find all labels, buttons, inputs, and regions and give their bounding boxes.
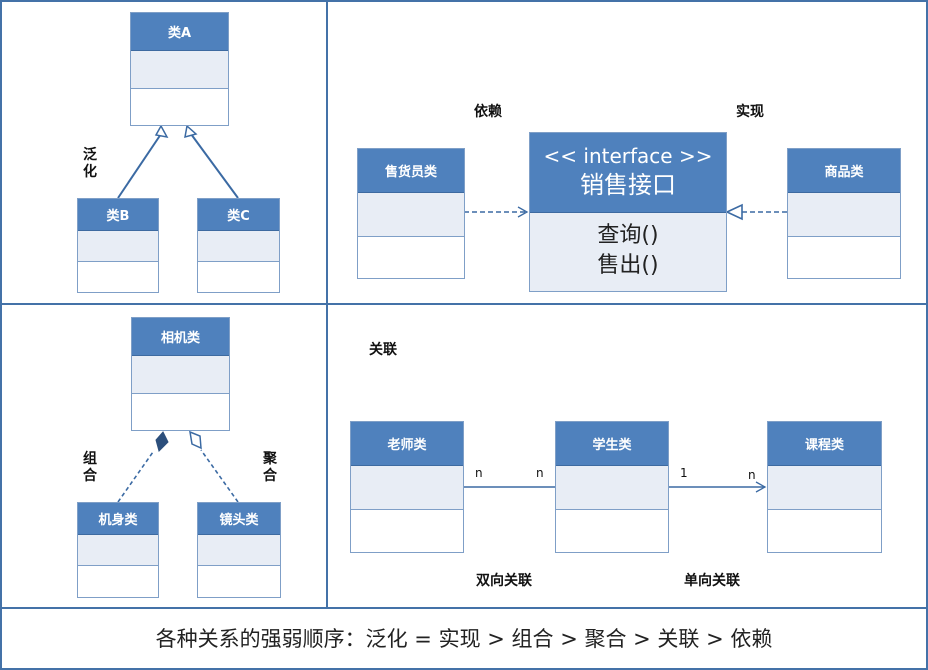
class-a-operations [131, 89, 228, 125]
class-b-attributes [78, 231, 158, 262]
class-student-operations [556, 510, 668, 552]
class-salesperson-attributes [358, 193, 464, 237]
class-camera-attributes [132, 356, 229, 394]
interface-sales-header: << interface >> 销售接口 [530, 133, 726, 213]
bidirectional-association-label: 双向关联 [476, 573, 532, 589]
class-c[interactable]: 类C [197, 198, 280, 293]
class-c-operations [198, 262, 279, 292]
relationship-strength-order: 各种关系的强弱顺序：泛化 = 实现 > 组合 > 聚合 > 关联 > 依赖 [155, 627, 773, 651]
class-b[interactable]: 类B [77, 198, 159, 293]
class-product-attributes [788, 193, 900, 237]
class-salesperson[interactable]: 售货员类 [357, 148, 465, 279]
interface-name: 销售接口 [580, 171, 676, 199]
class-body-operations [78, 566, 158, 597]
interface-sales[interactable]: << interface >> 销售接口 查询() 售出() [529, 132, 727, 292]
class-c-attributes [198, 231, 279, 262]
class-body-attributes [78, 535, 158, 566]
aggregation-label: 聚合 [263, 451, 277, 484]
class-b-name: 类B [78, 199, 158, 231]
multiplicity-student-right: 1 [680, 466, 688, 480]
generalization-label: 泛化 [83, 147, 97, 180]
class-b-operations [78, 262, 158, 292]
class-camera-operations [132, 394, 229, 430]
class-body-name: 机身类 [78, 503, 158, 535]
class-course-name: 课程类 [768, 422, 881, 466]
multiplicity-course: n [748, 468, 756, 482]
class-course-attributes [768, 466, 881, 510]
association-title: 关联 [369, 342, 397, 358]
class-teacher-attributes [351, 466, 463, 510]
class-c-name: 类C [198, 199, 279, 231]
interface-op-query: 查询() [597, 223, 659, 248]
class-camera[interactable]: 相机类 [131, 317, 230, 431]
class-product-name: 商品类 [788, 149, 900, 193]
class-body[interactable]: 机身类 [77, 502, 159, 598]
class-student-name: 学生类 [556, 422, 668, 466]
class-product-operations [788, 237, 900, 278]
class-teacher-name: 老师类 [351, 422, 463, 466]
class-student[interactable]: 学生类 [555, 421, 669, 553]
class-lens-name: 镜头类 [198, 503, 280, 535]
class-teacher[interactable]: 老师类 [350, 421, 464, 553]
class-lens-attributes [198, 535, 280, 566]
class-course-operations [768, 510, 881, 552]
multiplicity-teacher: n [475, 466, 483, 480]
composition-label: 组合 [83, 451, 97, 484]
class-salesperson-operations [358, 237, 464, 278]
class-product[interactable]: 商品类 [787, 148, 901, 279]
class-a[interactable]: 类A [130, 12, 229, 126]
class-student-attributes [556, 466, 668, 510]
class-camera-name: 相机类 [132, 318, 229, 356]
class-lens[interactable]: 镜头类 [197, 502, 281, 598]
unidirectional-association-label: 单向关联 [684, 573, 740, 589]
interface-stereotype: << interface >> [543, 144, 713, 168]
panel-footer [0, 607, 928, 670]
class-lens-operations [198, 566, 280, 597]
multiplicity-student-left: n [536, 466, 544, 480]
class-course[interactable]: 课程类 [767, 421, 882, 553]
dependency-label: 依赖 [474, 104, 502, 120]
class-a-attributes [131, 51, 228, 89]
class-salesperson-name: 售货员类 [358, 149, 464, 193]
class-a-name: 类A [131, 13, 228, 51]
realization-label: 实现 [736, 104, 764, 120]
interface-op-sell: 售出() [597, 253, 659, 278]
interface-operations: 查询() 售出() [530, 213, 726, 281]
class-teacher-operations [351, 510, 463, 552]
